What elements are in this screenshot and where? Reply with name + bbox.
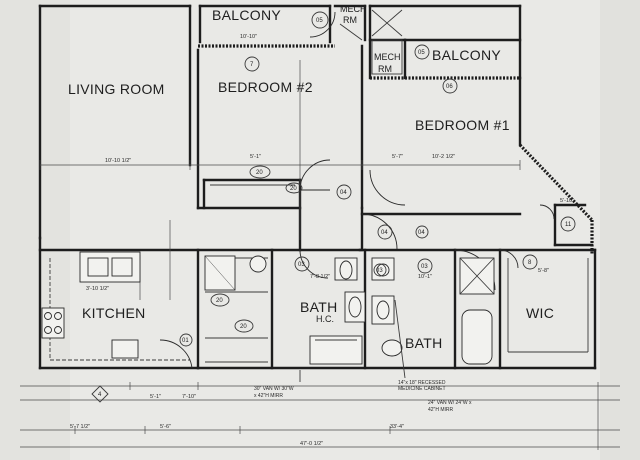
room-labels: LIVING ROOM BEDROOM #2 BEDROOM #1 BALCON… bbox=[68, 4, 554, 351]
label-mech-sub: RM bbox=[378, 64, 392, 74]
note-med-cabinet-2: MEDICINE CABINET bbox=[398, 386, 446, 392]
tag-01: 01 bbox=[179, 333, 193, 347]
dim-bottom-2: 7'-10" bbox=[182, 394, 196, 400]
dim-bed2-bed1: 10'-2 1/2" bbox=[432, 154, 455, 160]
bath-tub bbox=[461, 309, 493, 365]
svg-text:03: 03 bbox=[298, 262, 305, 268]
dim-living-bed2: 10'-10 1/2" bbox=[105, 158, 131, 164]
label-bath-hc-sub: H.C. bbox=[316, 314, 334, 324]
svg-text:04: 04 bbox=[381, 230, 388, 236]
svg-text:11: 11 bbox=[565, 222, 572, 228]
svg-text:20: 20 bbox=[290, 186, 297, 192]
walls bbox=[38, 4, 597, 370]
fixtures bbox=[41, 9, 495, 365]
svg-text:01: 01 bbox=[182, 338, 189, 344]
tag-04-b: 04 bbox=[377, 224, 393, 240]
dim-bottom-4: 33'-4" bbox=[390, 424, 404, 430]
svg-text:05: 05 bbox=[316, 18, 323, 24]
dimension-lines bbox=[20, 60, 620, 450]
svg-text:20: 20 bbox=[240, 324, 247, 330]
label-wic: WIC bbox=[526, 305, 554, 321]
label-living-room: LIVING ROOM bbox=[68, 81, 165, 97]
stove bbox=[41, 307, 65, 339]
dim-bottom-1: 5'-1" bbox=[150, 394, 161, 400]
svg-text:4: 4 bbox=[98, 392, 102, 398]
dimension-labels: 10'-10 1/2" 10'-2 1/2" 5'-1" 5'-7" 7'-8 … bbox=[70, 34, 574, 447]
note-med-cabinet: 14"x 18" RECESSED bbox=[398, 380, 446, 386]
dim-bottom-total: 47'-0 1/2" bbox=[300, 441, 323, 447]
tag-20-d: 20 bbox=[234, 319, 254, 333]
label-mech-top: MECH bbox=[340, 4, 367, 14]
tag-06: 06 bbox=[442, 78, 458, 94]
dim-bed2-top: 10'-10" bbox=[240, 34, 257, 40]
label-balcony-1: BALCONY bbox=[212, 7, 281, 23]
svg-text:20: 20 bbox=[256, 170, 263, 176]
dim-bath2-w: 10'-1" bbox=[418, 274, 432, 280]
svg-text:04: 04 bbox=[340, 190, 347, 196]
tag-04-c: 04 bbox=[415, 225, 429, 239]
label-bath-2: BATH bbox=[405, 335, 443, 351]
tag-20-a: 20 bbox=[249, 165, 271, 179]
bath-toilet bbox=[381, 339, 403, 357]
tag-05-a: 05 bbox=[311, 11, 329, 29]
kitchen-sink-2 bbox=[111, 257, 133, 277]
tag-20-c: 20 bbox=[210, 293, 230, 307]
note-bath-vanity: 24" VAN W/ 24"W x bbox=[428, 400, 472, 406]
paper-shadow-right bbox=[600, 0, 640, 460]
svg-text:06: 06 bbox=[446, 84, 453, 90]
paper-shadow-left bbox=[0, 0, 70, 460]
dim-bed1-w: 5'-7" bbox=[392, 154, 403, 160]
svg-text:05: 05 bbox=[418, 50, 425, 56]
tag-03-a: 03 bbox=[294, 256, 310, 272]
svg-text:04: 04 bbox=[418, 230, 425, 236]
tag-20-b: 20 bbox=[285, 182, 303, 194]
svg-text:7: 7 bbox=[250, 62, 254, 68]
kitchen-sink bbox=[87, 257, 109, 277]
tag-11: 11 bbox=[560, 216, 576, 232]
label-kitchen: KITCHEN bbox=[82, 305, 146, 321]
label-mech-top-sub: RM bbox=[343, 15, 357, 25]
label-balcony-2: BALCONY bbox=[432, 47, 501, 63]
tag-03-c: 03 bbox=[417, 258, 433, 274]
tag-05-b: 05 bbox=[414, 44, 430, 60]
svg-text:03: 03 bbox=[421, 264, 428, 270]
svg-text:03: 03 bbox=[376, 268, 383, 274]
note-hc-vanity-2: x 42"H MIRR bbox=[254, 393, 283, 399]
note-bath-vanity-2: 42"H MIRR bbox=[428, 407, 454, 413]
tag-03-b: 03 bbox=[373, 263, 387, 277]
label-bedroom-1: BEDROOM #1 bbox=[415, 117, 510, 133]
label-bedroom-2: BEDROOM #2 bbox=[218, 79, 313, 95]
tag-04-a: 04 bbox=[336, 184, 352, 200]
dim-wic-top: 5'-10" bbox=[560, 198, 574, 204]
note-hc-vanity: 30" VAN W/ 30"W bbox=[254, 386, 294, 392]
water-heater bbox=[249, 255, 267, 273]
tag-8: 8 bbox=[522, 254, 538, 270]
notes: 30" VAN W/ 30"W x 42"H MIRR 14"x 18" REC… bbox=[254, 299, 472, 413]
svg-text:8: 8 bbox=[528, 260, 532, 266]
room-tags: 05 7 05 06 20 04 20 04 04 03 03 03 11 8 … bbox=[91, 11, 576, 403]
hc-tub bbox=[309, 335, 363, 365]
dim-bath-w: 7'-8 1/2" bbox=[310, 274, 330, 280]
dim-kitchen-w: 3'-10 1/2" bbox=[86, 286, 109, 292]
dim-bed2-w: 5'-1" bbox=[250, 154, 261, 160]
dim-wic-side: 5'-8" bbox=[538, 268, 549, 274]
label-mech: MECH bbox=[374, 52, 401, 62]
svg-text:20: 20 bbox=[216, 298, 223, 304]
dim-bottom-3: 5'-6" bbox=[160, 424, 171, 430]
tag-7: 7 bbox=[244, 56, 260, 72]
label-bath-hc: BATH bbox=[300, 299, 338, 315]
dim-left-1: 5'-7 1/2" bbox=[70, 424, 90, 430]
tag-4: 4 bbox=[91, 385, 109, 403]
dishwasher bbox=[111, 339, 139, 359]
